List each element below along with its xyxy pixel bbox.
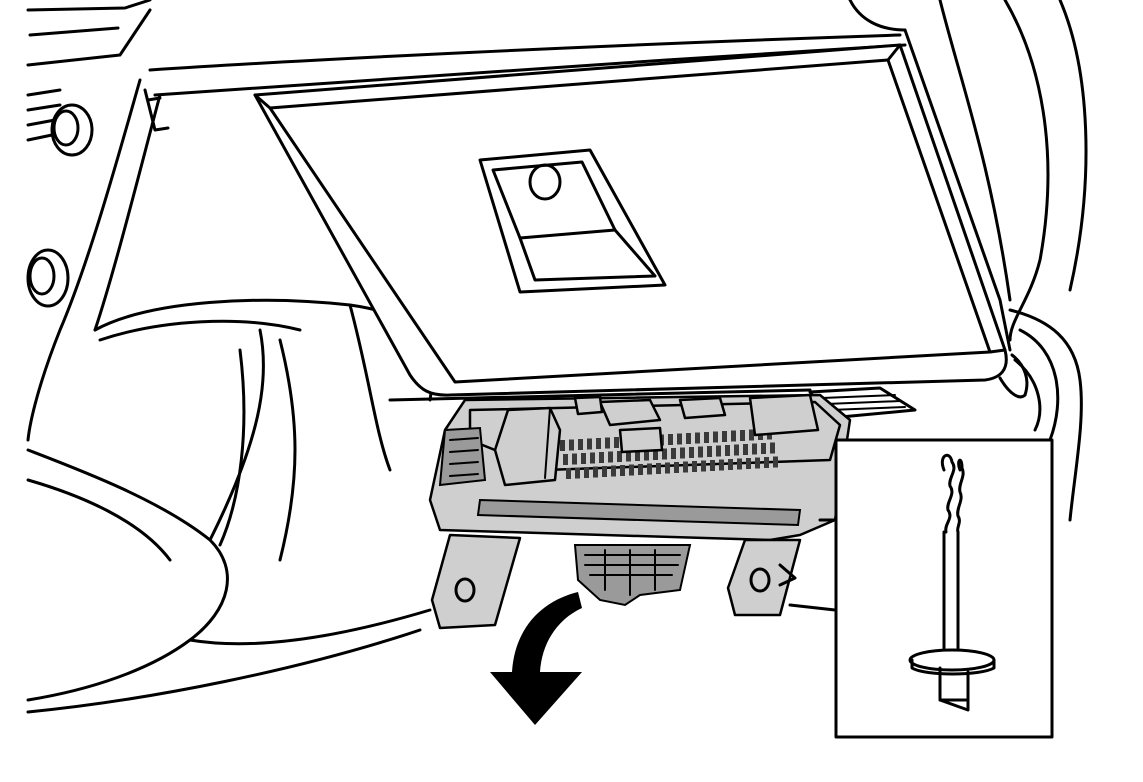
dashboard-outline: [26, 0, 1088, 714]
fuse-slot: [638, 464, 643, 475]
glovebox-handle: [478, 148, 667, 294]
fuse-slot: [737, 458, 742, 470]
fuse-slot: [722, 431, 727, 442]
fuse-slot: [746, 458, 751, 469]
fuse-slot: [593, 466, 598, 478]
glove-box-lid: [253, 43, 1029, 420]
fuse-slot: [686, 433, 691, 444]
fuse-slot: [677, 433, 682, 445]
fuse-slot: [713, 431, 718, 443]
fuse-slot: [695, 432, 700, 444]
fuse-slot: [635, 450, 640, 461]
fuse-slot: [596, 438, 601, 449]
fuse-slot: [716, 445, 721, 457]
fuse-slot: [563, 454, 568, 465]
fuse-slot: [698, 446, 703, 458]
fuse-slot: [752, 443, 757, 455]
fuse-slot: [764, 457, 769, 468]
fuse-slot: [617, 451, 622, 462]
fuse-slot: [668, 434, 673, 445]
fuse-slot: [605, 437, 610, 449]
fuse-slot: [569, 439, 574, 451]
fuse-slot: [761, 443, 766, 454]
fuse-slot: [590, 452, 595, 464]
fuse-slot: [725, 445, 730, 456]
fuse-slot: [611, 465, 616, 477]
fuse-slot: [602, 466, 607, 477]
fuse-slot: [728, 459, 733, 470]
fuse-slot: [734, 444, 739, 456]
fuse-slot: [566, 468, 571, 479]
fuse-slot: [656, 463, 661, 474]
fuse-slot: [584, 467, 589, 478]
fuse-slot: [683, 461, 688, 473]
fuse-slot: [731, 430, 736, 442]
fuse-slot: [704, 432, 709, 443]
fuse-slot: [671, 448, 676, 459]
removal-direction-arrow: [490, 592, 582, 725]
fuse-slot: [578, 439, 583, 450]
fuse-slot: [665, 462, 670, 474]
fuse-slot: [689, 447, 694, 458]
fuse-slot: [749, 429, 754, 441]
fuse-slot: [608, 451, 613, 463]
fuse-slot: [581, 453, 586, 464]
fuse-slot: [629, 464, 634, 476]
fuse-slot: [647, 463, 652, 475]
fuse-slot: [719, 459, 724, 471]
fuse-slot: [710, 460, 715, 471]
fuse-slot: [620, 465, 625, 476]
fuse-slot: [743, 444, 748, 455]
fuse-slot: [674, 462, 679, 473]
fuse-slot: [644, 449, 649, 461]
fuse-array: [560, 428, 778, 479]
fuse-slot: [773, 456, 778, 468]
fuse-slot: [587, 438, 592, 450]
fuse-slot: [614, 437, 619, 448]
fuse-slot: [560, 440, 565, 451]
fuse-slot: [755, 457, 760, 469]
fuse-slot: [707, 446, 712, 457]
fuse-slot: [701, 460, 706, 472]
fuse-slot: [770, 442, 775, 454]
fuse-slot: [575, 467, 580, 479]
fuse-slot: [680, 447, 685, 459]
fuse-slot: [740, 430, 745, 441]
fuse-slot: [599, 452, 604, 463]
fuse-slot: [662, 448, 667, 460]
electrical-distribution-unit: [428, 393, 852, 630]
fuse-slot: [626, 450, 631, 462]
fuse-slot: [692, 461, 697, 472]
rivet-drill-inset: [834, 438, 1054, 739]
fuse-slot: [572, 453, 577, 465]
fuse-slot: [653, 449, 658, 460]
